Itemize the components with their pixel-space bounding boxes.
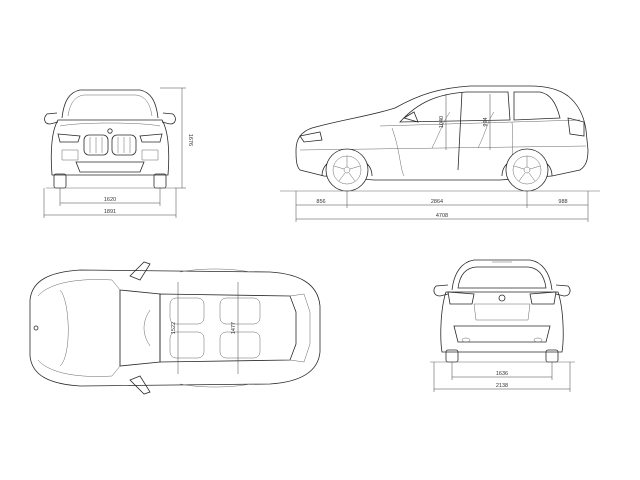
wheelbase-label: 2864 xyxy=(431,199,443,205)
rear-track-label: 1636 xyxy=(496,371,508,377)
top-view: 1522 1477 xyxy=(29,261,321,395)
rear-headroom-label: 994 xyxy=(483,117,489,126)
front-width-label: 1891 xyxy=(104,209,116,215)
rear-width-label: 2138 xyxy=(496,383,508,389)
rear-view: 1636 2138 xyxy=(430,259,575,392)
front-track-label: 1620 xyxy=(104,197,116,203)
rear-shoulder-label: 1477 xyxy=(231,322,237,334)
rear-overhang-label: 988 xyxy=(558,199,567,205)
front-shoulder-label: 1522 xyxy=(171,322,177,334)
front-view: 1620 1891 1676 xyxy=(43,87,193,218)
front-headroom-label: 1040 xyxy=(439,116,445,128)
front-height-label: 1676 xyxy=(187,134,193,146)
side-view: 1040 994 856 2864 988 4708 xyxy=(280,85,600,222)
front-overhang-label: 856 xyxy=(316,199,325,205)
overall-length-label: 4708 xyxy=(436,213,448,219)
